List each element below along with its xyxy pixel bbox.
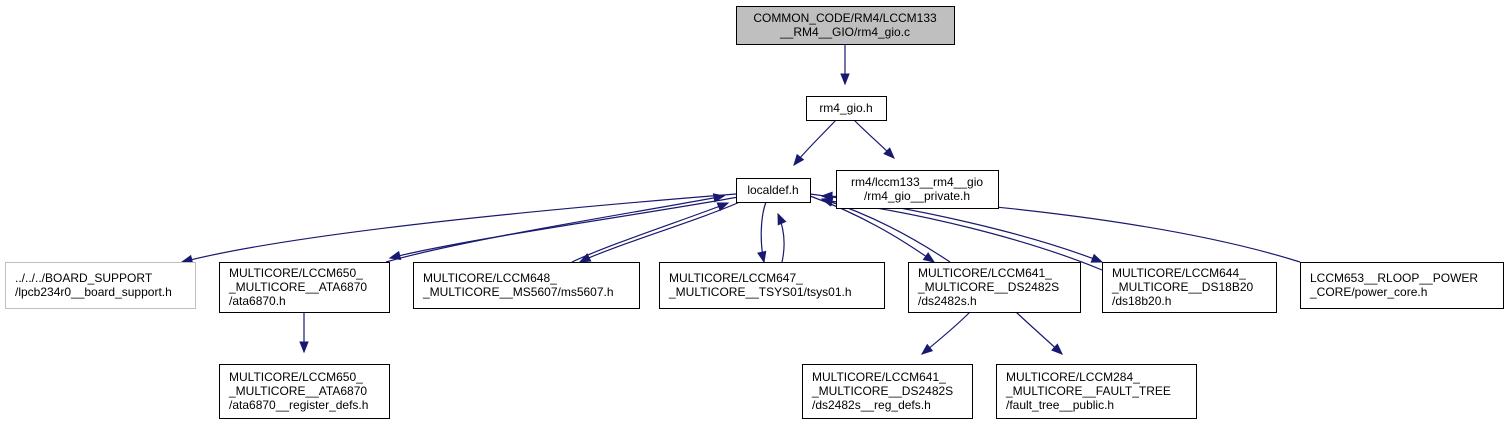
node-localdef-h[interactable]: localdef.h — [736, 178, 811, 203]
arrowhead-icon — [578, 253, 592, 263]
node-rm4-gio-h[interactable]: rm4_gio.h — [806, 96, 887, 121]
node-label-line: MULTICORE/LCCM284_ — [1006, 370, 1140, 384]
node-label-line: MULTICORE/LCCM650_ — [229, 266, 363, 280]
edge-ata6870_h-to-ata6870_register_defs_h — [299, 312, 309, 354]
node-label-line: /ata6870__register_defs.h — [229, 398, 368, 412]
arrowhead-icon — [840, 73, 850, 86]
node-label-line: MULTICORE/LCCM647_ — [669, 271, 803, 285]
node-ds18b20-h[interactable]: MULTICORE/LCCM644__MULTICORE__DS18B20/ds… — [1102, 262, 1277, 313]
edge-rm4_gio_h-to-rm4_gio_private_h — [853, 119, 895, 159]
node-fault-tree-public-h[interactable]: MULTICORE/LCCM284__MULTICORE__FAULT_TREE… — [996, 364, 1197, 419]
node-label-line: MULTICORE/LCCM644_ — [1112, 266, 1246, 280]
node-box[interactable] — [219, 364, 390, 419]
edge-localdef_h-to-ms5607_h — [578, 200, 743, 263]
node-label-line: rm4/lccm133__rm4__gio — [851, 175, 983, 189]
edge-ds2482s_h-to-ds2482s_reg_defs_h — [920, 311, 971, 355]
node-label-line: _MULTICORE__DS18B20 — [1111, 280, 1253, 294]
node-label-line: /ds2482s.h — [918, 294, 977, 308]
node-label-line: LCCM653__RLOOP__POWER — [1310, 271, 1478, 285]
edge-line — [571, 202, 729, 263]
node-label-line: /ds18b20.h — [1112, 294, 1171, 308]
node-label-line: _MULTICORE__DS2482S — [917, 280, 1059, 294]
node-lpcb234r0-board-support-h: ../../../BOARD_SUPPORT/lpcb234r0__board_… — [5, 262, 196, 309]
node-label-line: _MULTICORE__TSYS01/tsys01.h — [668, 285, 852, 299]
node-box — [5, 262, 196, 309]
edge-line — [385, 195, 725, 263]
node-label-line: /ata6870.h — [229, 294, 286, 308]
node-box — [736, 6, 955, 45]
node-box[interactable] — [1300, 262, 1504, 309]
edge-localdef_h-to-ata6870_h — [388, 196, 739, 261]
edge-ds2482s_h-to-fault_tree_public_h — [1015, 311, 1063, 355]
node-label-line: rm4_gio.h — [819, 101, 872, 115]
node-label-line: /lpcb234r0__board_support.h — [15, 285, 172, 299]
arrowhead-icon — [922, 252, 936, 263]
edge-ata6870_h-to-localdef_h — [385, 193, 726, 263]
nodes-layer: COMMON_CODE/RM4/LCCM133__RM4__GIO/rm4_gi… — [5, 6, 1504, 419]
arrowhead-icon — [793, 153, 805, 167]
node-box[interactable] — [908, 262, 1081, 313]
node-label-line: _MULTICORE__MS5607/ms5607.h — [422, 285, 614, 299]
node-box[interactable] — [806, 96, 887, 121]
node-ds2482s-h[interactable]: MULTICORE/LCCM641__MULTICORE__DS2482S/ds… — [908, 262, 1081, 313]
node-power-core-h[interactable]: LCCM653__RLOOP__POWER_CORE/power_core.h — [1300, 262, 1504, 309]
node-label-line: _MULTICORE__ATA6870 — [228, 280, 367, 294]
edge-line — [389, 196, 739, 259]
node-box[interactable] — [736, 178, 811, 203]
arrowhead-icon — [757, 250, 767, 264]
node-label-line: /ds2482s__reg_defs.h — [812, 398, 931, 412]
edge-tsys01_h-to-localdef_h — [777, 212, 787, 263]
arrowhead-icon — [299, 341, 309, 354]
node-box[interactable] — [413, 262, 640, 309]
edge-localdef_h-to-lpcb234r0_board_support_h — [180, 193, 737, 265]
node-ata6870-h[interactable]: MULTICORE/LCCM650__MULTICORE__ATA6870/at… — [219, 262, 390, 313]
edge-rm4_gio_c-to-rm4_gio_h — [840, 44, 850, 86]
node-label-line: _MULTICORE__ATA6870 — [228, 384, 367, 398]
arrowhead-icon — [716, 202, 730, 212]
node-label-line: __RM4__GIO/rm4_gio.c — [779, 25, 910, 39]
node-tsys01-h[interactable]: MULTICORE/LCCM647__MULTICORE__TSYS01/tsy… — [659, 262, 885, 309]
node-label-line: _MULTICORE__FAULT_TREE — [1005, 384, 1171, 398]
node-label-line: _MULTICORE__DS2482S — [811, 384, 953, 398]
arrowhead-icon — [883, 147, 895, 159]
node-label-line: MULTICORE/LCCM641_ — [812, 370, 946, 384]
node-rm4-gio-c: COMMON_CODE/RM4/LCCM133__RM4__GIO/rm4_gi… — [736, 6, 955, 45]
arrowhead-icon — [1090, 253, 1104, 263]
arrowhead-icon — [820, 191, 833, 202]
node-box[interactable] — [996, 364, 1197, 419]
edge-localdef_h-to-tsys01_h — [757, 201, 767, 264]
edge-rm4_gio_h-to-localdef_h — [793, 119, 837, 167]
node-ata6870-register-defs-h[interactable]: MULTICORE/LCCM650__MULTICORE__ATA6870/at… — [219, 364, 390, 419]
node-box[interactable] — [219, 262, 390, 313]
node-box[interactable] — [802, 364, 973, 419]
node-ms5607-h[interactable]: MULTICORE/LCCM648__MULTICORE__MS5607/ms5… — [413, 262, 640, 309]
arrowhead-icon — [1051, 343, 1063, 355]
node-box[interactable] — [836, 170, 999, 209]
node-label-line: COMMON_CODE/RM4/LCCM133 — [753, 11, 937, 25]
node-label-line: MULTICORE/LCCM650_ — [229, 370, 363, 384]
node-label-line: localdef.h — [747, 183, 798, 197]
node-label-line: /fault_tree__public.h — [1006, 398, 1114, 412]
arrowhead-icon — [388, 250, 402, 261]
node-label-line: ../../../BOARD_SUPPORT — [15, 271, 153, 285]
node-label-line: MULTICORE/LCCM648_ — [423, 271, 557, 285]
arrowhead-icon — [777, 212, 787, 226]
edge-line — [579, 200, 743, 263]
edge-line — [821, 199, 1103, 271]
node-box[interactable] — [1102, 262, 1277, 313]
edge-ms5607_h-to-localdef_h — [571, 202, 730, 263]
node-label-line: /rm4_gio__private.h — [864, 189, 970, 203]
node-rm4-gio-private-h[interactable]: rm4/lccm133__rm4__gio/rm4_gio__private.h — [836, 170, 999, 209]
arrowhead-icon — [712, 193, 726, 203]
node-ds2482s-reg-defs-h[interactable]: MULTICORE/LCCM641__MULTICORE__DS2482S/ds… — [802, 364, 973, 419]
node-label-line: MULTICORE/LCCM641_ — [918, 266, 1052, 280]
edge-line — [181, 193, 737, 263]
node-box[interactable] — [659, 262, 885, 309]
arrowhead-icon — [920, 343, 934, 355]
node-label-line: _CORE/power_core.h — [1309, 285, 1427, 299]
